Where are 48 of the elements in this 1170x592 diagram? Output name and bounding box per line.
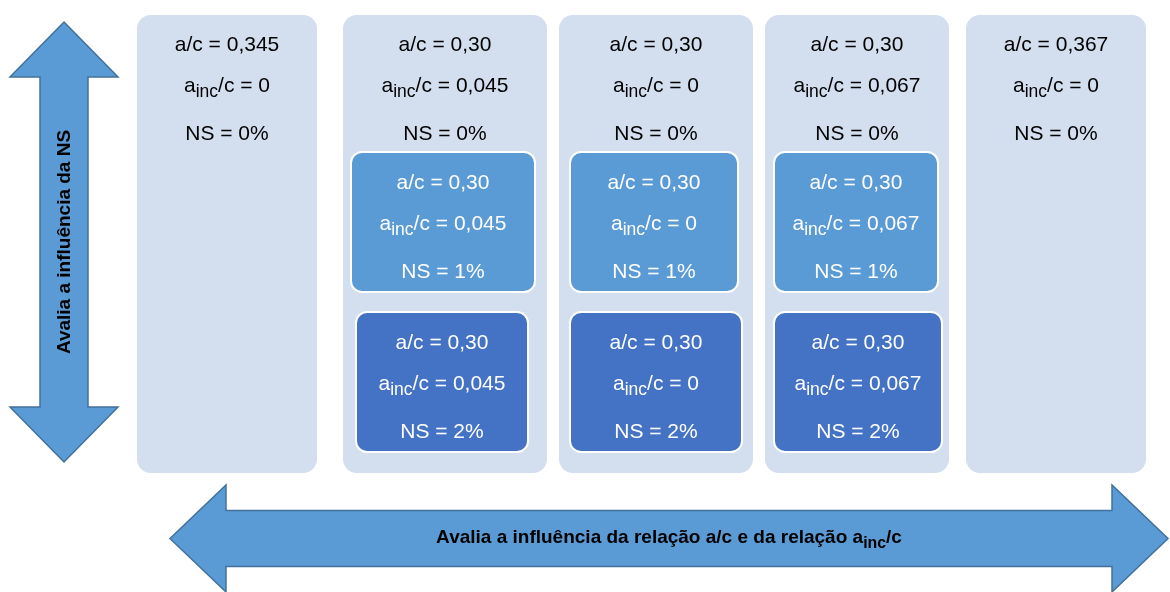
- arrow-label: Avalia a influência da relação a/c e da relação a$_{inc}$/c: [436, 525, 902, 552]
- column-panel: [966, 15, 1146, 473]
- parameter-text: a/c = 0,30: [609, 33, 703, 54]
- parameter-box: [355, 311, 529, 453]
- parameter-text: NS = 0%: [403, 122, 487, 144]
- parameter-text: a$_{inc}$/c = 0,045: [378, 372, 506, 401]
- parameter-text: NS = 0%: [815, 122, 899, 144]
- parameter-text: a/c = 0,367: [1003, 33, 1109, 54]
- parameter-text: a$_{inc}$/c = 0,067: [794, 372, 922, 401]
- parameter-box: [773, 311, 943, 453]
- arrow-label: Avalia a influência da NS: [53, 129, 75, 355]
- column-panel: [559, 15, 753, 473]
- parameter-text: a$_{inc}$/c = 0,045: [379, 212, 507, 241]
- parameter-text: NS = 1%: [401, 260, 485, 282]
- parameter-text: a/c = 0,30: [607, 171, 701, 192]
- parameter-text: a$_{inc}$/c = 0,067: [792, 212, 920, 241]
- double-arrow: [10, 22, 118, 462]
- parameter-text: a/c = 0,30: [809, 171, 903, 192]
- parameter-text: a$_{inc}$/c = 0,067: [793, 74, 921, 103]
- parameter-text: a/c = 0,30: [609, 331, 703, 352]
- parameter-text: a/c = 0,345: [174, 33, 280, 54]
- parameter-text: a$_{inc}$/c = 0: [613, 74, 699, 103]
- parameter-box: [569, 151, 739, 293]
- parameter-box: [773, 151, 939, 293]
- parameter-text: a$_{inc}$/c = 0: [184, 74, 270, 103]
- parameter-text: a$_{inc}$/c = 0: [1013, 74, 1099, 103]
- parameter-text: a$_{inc}$/c = 0: [611, 212, 697, 241]
- parameter-text: NS = 2%: [816, 420, 900, 442]
- parameter-text: NS = 2%: [614, 420, 698, 442]
- column-panel: [137, 15, 317, 473]
- column-panel: [765, 15, 949, 473]
- parameter-text: NS = 2%: [400, 420, 484, 442]
- parameter-text: a/c = 0,30: [811, 331, 905, 352]
- parameter-text: a/c = 0,30: [398, 33, 492, 54]
- parameter-text: a$_{inc}$/c = 0: [613, 372, 699, 401]
- parameter-text: a/c = 0,30: [395, 331, 489, 352]
- double-arrow: [170, 485, 1168, 592]
- parameter-box: [350, 151, 536, 293]
- parameter-text: NS = 1%: [612, 260, 696, 282]
- parameter-text: NS = 0%: [614, 122, 698, 144]
- parameter-box: [569, 311, 743, 453]
- column-panel: [343, 15, 547, 473]
- parameter-text: a$_{inc}$/c = 0,045: [381, 74, 509, 103]
- parameter-text: NS = 0%: [1014, 122, 1098, 144]
- parameter-text: a/c = 0,30: [396, 171, 490, 192]
- parameter-text: NS = 0%: [185, 122, 269, 144]
- parameter-text: NS = 1%: [814, 260, 898, 282]
- parameter-text: a/c = 0,30: [810, 33, 904, 54]
